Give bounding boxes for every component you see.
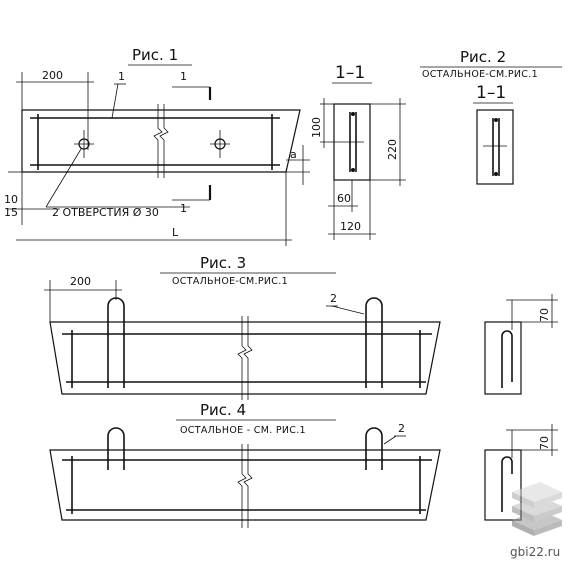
fig3-lifting-loop-right bbox=[365, 297, 383, 388]
fig2-subtitle: ОСТАЛЬНОЕ-СМ.РИС.1 bbox=[422, 69, 538, 80]
fig1-caption: Рис. 1 bbox=[132, 46, 178, 64]
fig1-beam-outline bbox=[21, 109, 301, 173]
figure-2: Рис. 2 ОСТАЛЬНОЕ-СМ.РИС.1 1–1 bbox=[420, 48, 562, 185]
fig4-dim-70: 70 bbox=[538, 436, 551, 450]
figure-4: Рис. 4 ОСТАЛЬНОЕ - СМ. РИС.1 2 70 bbox=[49, 401, 558, 528]
fig3-caption: Рис. 3 bbox=[200, 254, 246, 272]
fig3-break-line bbox=[237, 316, 247, 400]
fig2-bar-top bbox=[494, 118, 498, 122]
section-dim-220: 220 bbox=[386, 139, 399, 160]
fig1-holes-leader bbox=[45, 148, 82, 208]
section-dim-60: 60 bbox=[337, 192, 351, 205]
fig3-subtitle: ОСТАЛЬНОЕ-СМ.РИС.1 bbox=[172, 276, 288, 287]
fig3-lifting-loop-left bbox=[107, 297, 125, 388]
fig3-dim-200: 200 bbox=[70, 275, 91, 288]
fig4-pos2-leader bbox=[383, 435, 397, 445]
section-1-1-bar-bottom bbox=[351, 168, 355, 172]
watermark: gbi22.ru bbox=[510, 482, 562, 559]
fig3-side-outline bbox=[484, 321, 522, 395]
fig3-break-line-2 bbox=[243, 316, 253, 400]
fig3-pos2-leader bbox=[331, 305, 365, 315]
fig3-pos-2: 2 bbox=[330, 292, 337, 305]
section-dim-100: 100 bbox=[310, 117, 323, 138]
fig4-beam-outline bbox=[49, 449, 441, 521]
fig1-break-line bbox=[153, 104, 163, 178]
figure-1: Рис. 1 200 1 1 2 bbox=[4, 46, 310, 246]
fig4-break-line-2 bbox=[243, 444, 253, 528]
fig2-section-title: 1–1 bbox=[476, 83, 506, 103]
section-1-1-bar-top bbox=[351, 112, 355, 116]
fig1-cut-1-bottom: 1 bbox=[180, 202, 187, 215]
fig4-subtitle: ОСТАЛЬНОЕ - СМ. РИС.1 bbox=[180, 425, 306, 436]
fig1-cut-1-top: 1 bbox=[180, 70, 187, 83]
section-1-1: 1–1 100 220 60 120 bbox=[310, 63, 406, 240]
fig4-caption: Рис. 4 bbox=[200, 401, 246, 419]
fig2-bar-bottom bbox=[494, 172, 498, 176]
fig1-dim-10: 10 bbox=[4, 193, 18, 206]
fig3-dim-70: 70 bbox=[538, 308, 551, 322]
fig4-lifting-loop-left bbox=[107, 427, 125, 470]
fig1-holes-note: 2 ОТВЕРСТИЯ Ø 30 bbox=[52, 206, 159, 219]
fig4-pos-2: 2 bbox=[398, 422, 405, 435]
fig1-pos-1: 1 bbox=[118, 70, 125, 83]
section-1-1-title: 1–1 bbox=[335, 63, 365, 83]
fig1-break-line-2 bbox=[159, 104, 169, 178]
watermark-text: gbi22.ru bbox=[510, 545, 560, 559]
fig3-side-loop bbox=[501, 330, 513, 388]
fig3-beam-outline bbox=[49, 321, 441, 395]
fig2-section-outline bbox=[476, 109, 514, 185]
fig4-side-loop bbox=[501, 456, 513, 512]
fig4-break-line bbox=[237, 444, 247, 528]
fig4-side-outline bbox=[484, 449, 522, 521]
section-dim-120: 120 bbox=[340, 220, 361, 233]
fig1-dim-15: 15 bbox=[4, 206, 18, 219]
fig1-dim-a: a bbox=[290, 148, 297, 161]
fig1-pos1-leader bbox=[111, 83, 119, 119]
fig1-dim-L: L bbox=[172, 226, 179, 239]
fig1-dim-200: 200 bbox=[42, 69, 63, 82]
fig4-lifting-loop-right bbox=[365, 427, 383, 470]
fig2-caption: Рис. 2 bbox=[460, 48, 506, 66]
stacked-slabs-logo-icon bbox=[512, 482, 562, 536]
figure-3: Рис. 3 ОСТАЛЬНОЕ-СМ.РИС.1 200 2 70 bbox=[44, 254, 558, 400]
